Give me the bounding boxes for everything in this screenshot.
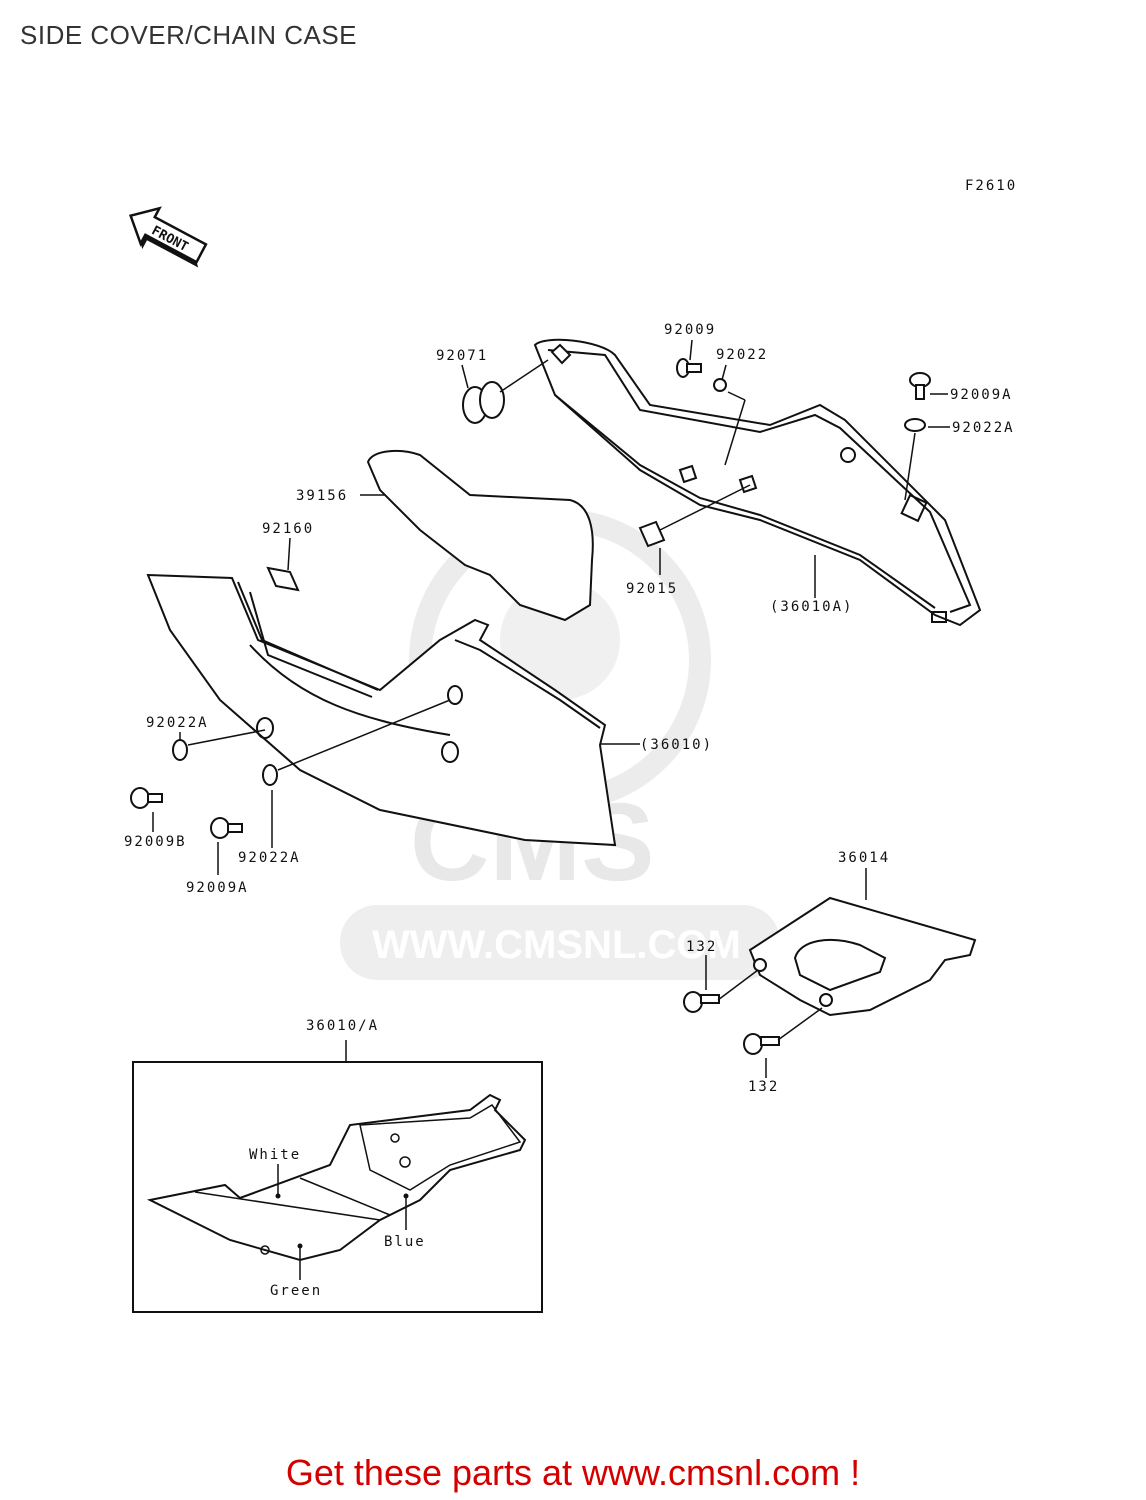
label-36010-A-inset: 36010/A <box>306 1018 379 1034</box>
label-92022A-left: 92022A <box>146 715 209 731</box>
part-92015-clip <box>638 520 666 548</box>
label-92022A-bottom: 92022A <box>238 850 301 866</box>
label-36010: (36010) <box>640 737 713 753</box>
label-92022: 92022 <box>716 347 768 363</box>
figure-code: F2610 <box>965 178 1017 194</box>
side-cover-left <box>146 573 617 847</box>
part-92160-block <box>266 566 300 592</box>
watermark-url: WWW.CMSNL.COM <box>372 923 741 967</box>
label-92009B: 92009B <box>124 834 187 850</box>
label-92015: 92015 <box>626 581 678 597</box>
inner-panel-39156 <box>366 449 594 622</box>
label-132-top: 132 <box>686 939 717 955</box>
label-92071: 92071 <box>436 348 488 364</box>
label-92022A-top: 92022A <box>952 420 1015 436</box>
label-92160: 92160 <box>262 521 314 537</box>
chain-case-36014 <box>748 896 977 1017</box>
label-36014: 36014 <box>838 850 890 866</box>
label-39156: 39156 <box>296 488 348 504</box>
front-arrow-icon: FRONT <box>128 206 208 268</box>
footer-promo-link[interactable]: Get these parts at www.cmsnl.com ! <box>285 1452 861 1493</box>
page-title: SIDE COVER/CHAIN CASE <box>20 20 358 50</box>
cms-watermark: CMS WWW.CMSNL.COM <box>340 509 780 980</box>
color-inset: White Blue Green <box>132 1061 543 1313</box>
inset-label-green: Green <box>270 1283 322 1299</box>
label-92009A-bottom: 92009A <box>186 880 249 896</box>
inset-label-blue: Blue <box>384 1234 426 1250</box>
inset-label-white: White <box>249 1147 301 1163</box>
label-92009: 92009 <box>664 322 716 338</box>
label-132-bottom: 132 <box>748 1079 779 1095</box>
fasteners <box>130 358 931 1055</box>
label-36010A: (36010A) <box>770 599 853 615</box>
label-92009A-top: 92009A <box>950 387 1013 403</box>
leader-lines <box>152 339 950 1078</box>
